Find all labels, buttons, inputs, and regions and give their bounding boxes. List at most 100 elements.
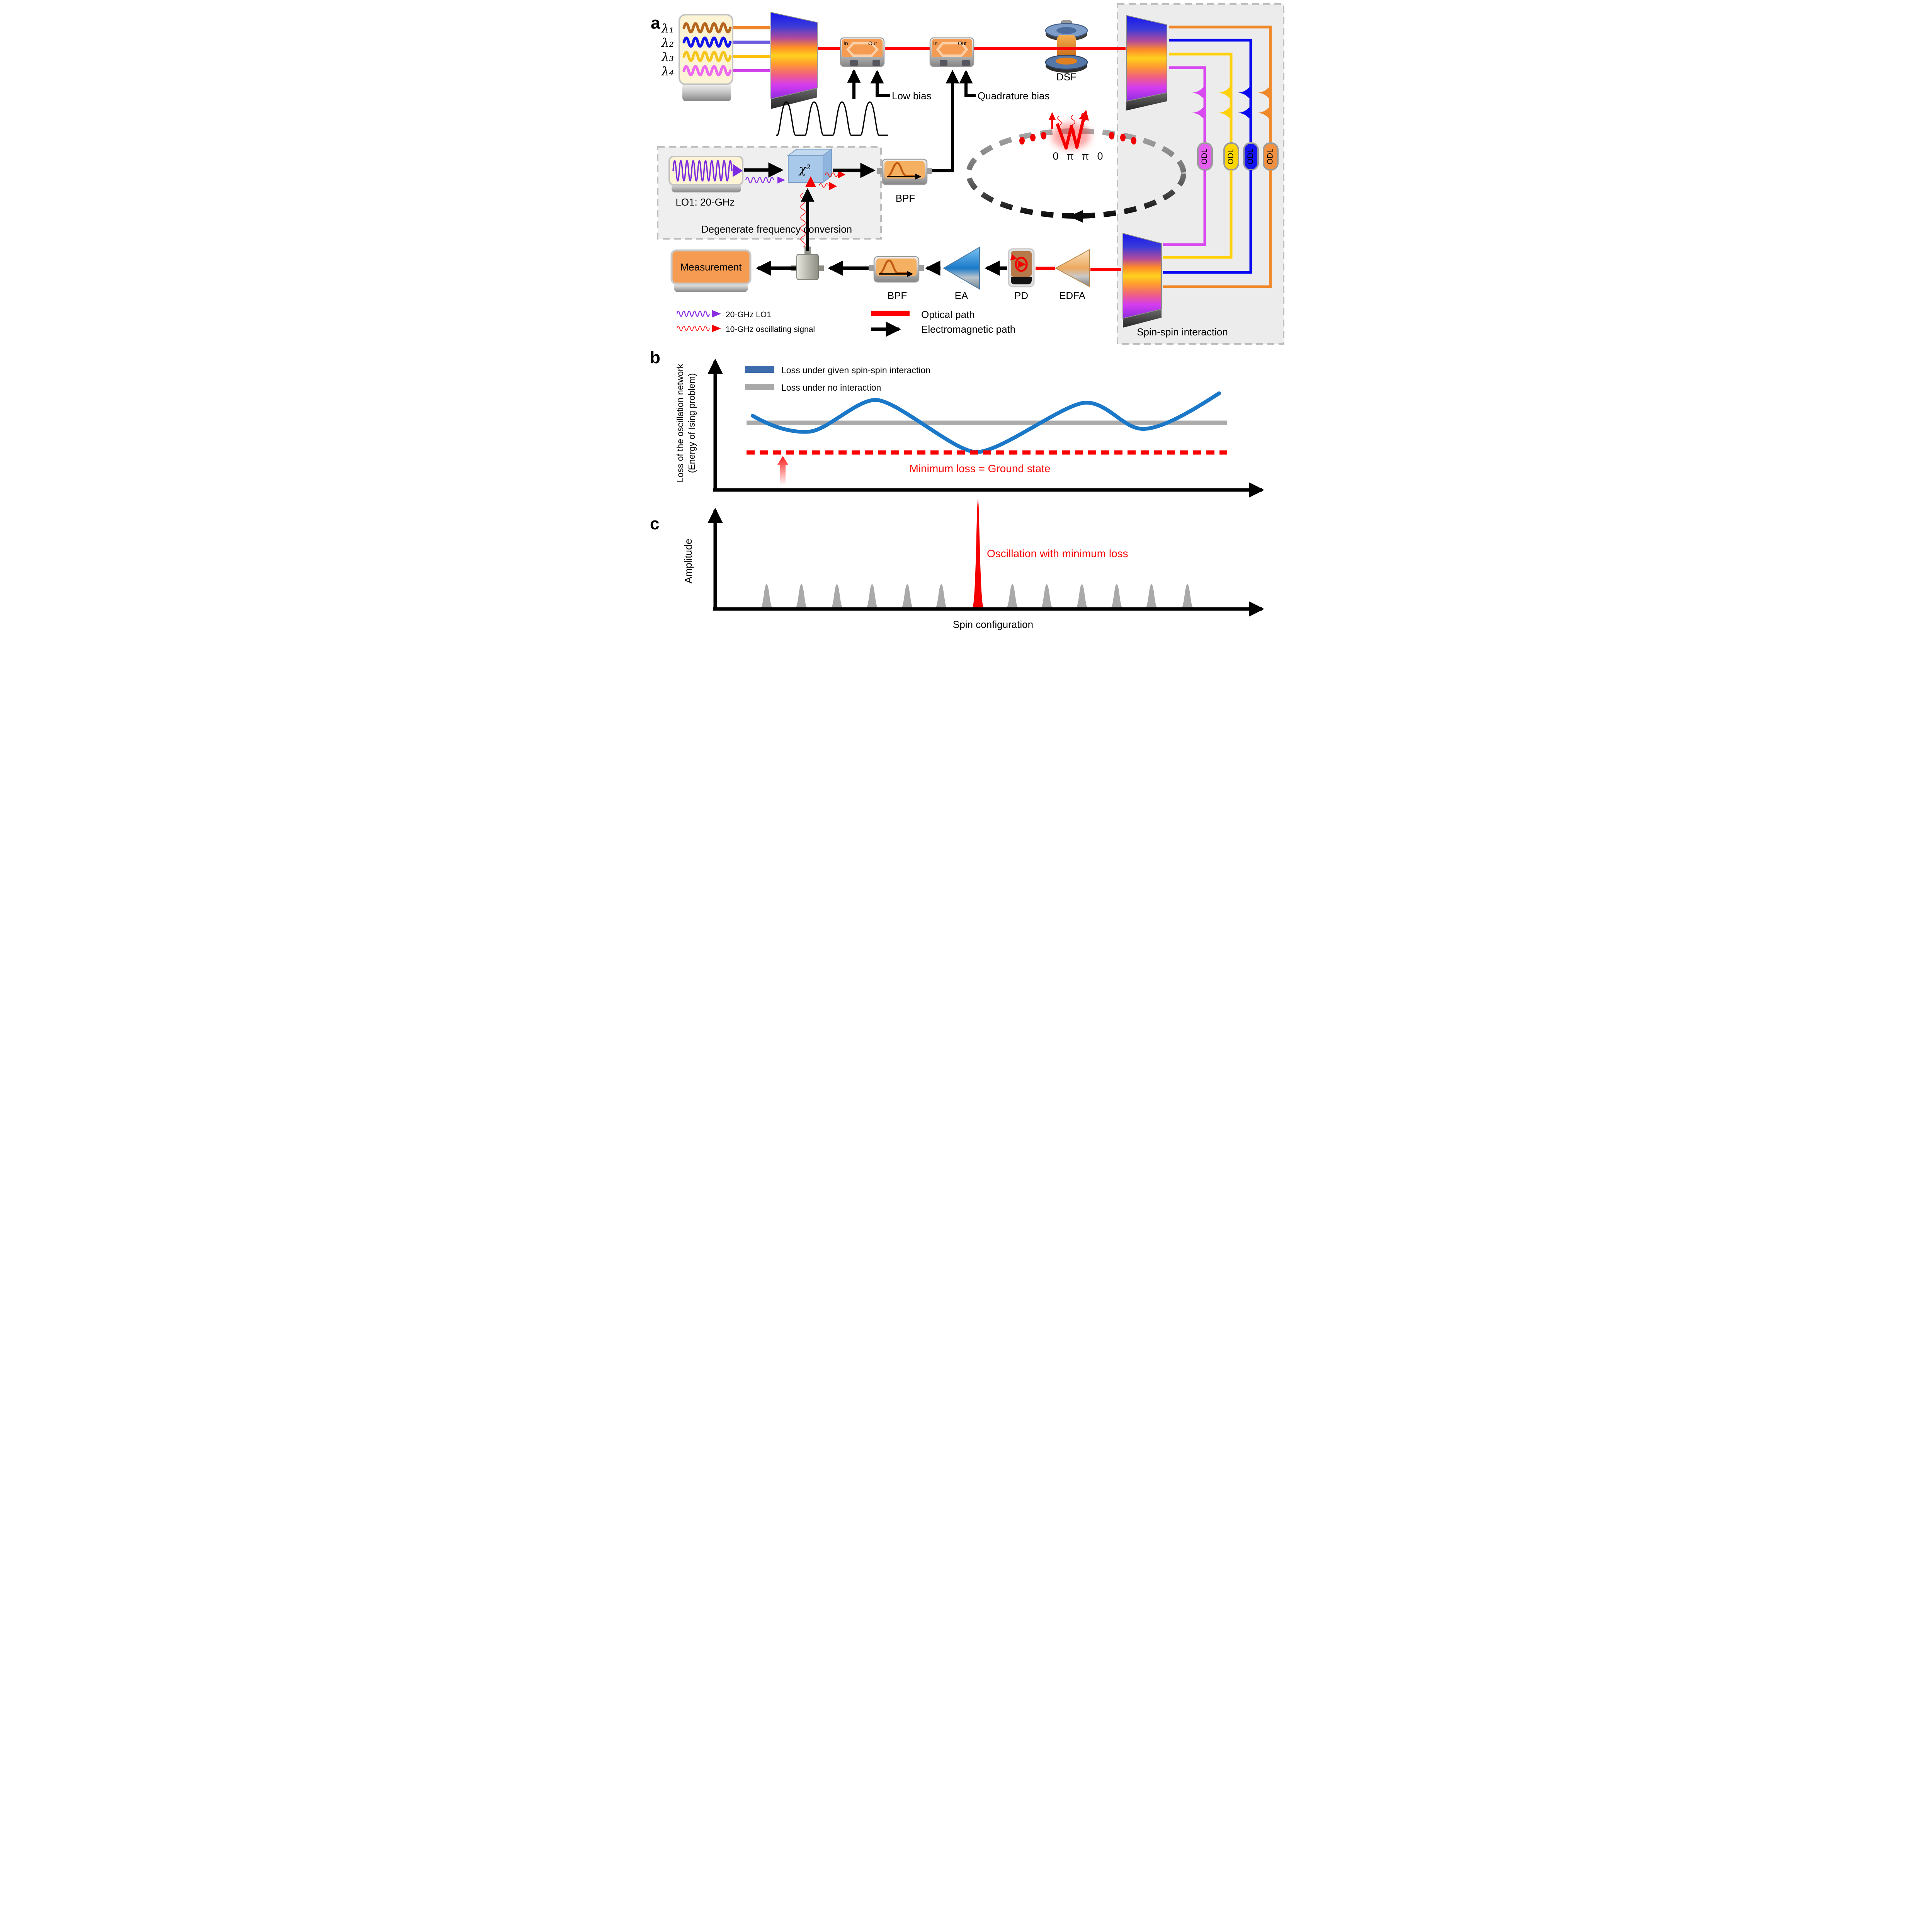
lo1-source	[668, 156, 743, 192]
legend-blue-label: Loss under given spin-spin interaction	[781, 365, 930, 375]
panel-c-xlabel: Spin configuration	[953, 619, 1033, 630]
filter-response-icon	[888, 162, 916, 177]
wdm-multiplexer-icon	[770, 12, 818, 109]
mzm-1: In Out	[840, 37, 885, 67]
edfa-label: EDFA	[1059, 290, 1086, 301]
measurement-label: Measurement	[680, 261, 742, 273]
pulse-dot-icon	[1120, 134, 1126, 141]
pd-photodetector-icon	[1008, 248, 1035, 287]
low-bias-label: Low bias	[892, 90, 932, 102]
return-line-ch1	[1163, 170, 1272, 288]
laser-wave-4-icon	[682, 65, 732, 77]
phase-label-pi2: π	[1082, 150, 1089, 162]
laser-wave-2-icon	[682, 36, 732, 48]
legend-gray-swatch	[745, 384, 774, 390]
laser-bank-base	[682, 83, 731, 101]
legend-lo1-squiggle-icon	[676, 310, 710, 317]
pulse-dot-icon	[1030, 134, 1036, 141]
min-loss-label: Minimum loss = Ground state	[910, 463, 1051, 474]
odl-4-label: ODL	[1266, 148, 1274, 164]
bpf-to-mzm2-line	[932, 73, 954, 172]
dfc-label: Degenerate frequency conversion	[701, 223, 852, 235]
mzm-waveguide-icon	[936, 42, 968, 57]
oscillation-ring-icon	[966, 128, 1186, 219]
ground-state-arrow-icon	[777, 456, 789, 485]
legend-blue-swatch	[745, 366, 774, 373]
odl-3-label: ODL	[1246, 148, 1255, 164]
lo1-squiggle-arrowhead-icon	[777, 177, 785, 184]
legend-em-label: Electromagnetic path	[921, 323, 1015, 335]
gray-peak-icon	[795, 584, 808, 608]
delayed-pulse-icons	[1192, 87, 1270, 119]
gray-peak-icon	[1145, 584, 1158, 608]
mzm1-out-label: Out	[868, 40, 877, 46]
phase-label-0a: 0	[1053, 150, 1058, 162]
phase-label-0b: 0	[1097, 150, 1103, 162]
odl-1-label: ODL	[1200, 148, 1209, 164]
pulse-dot-icon	[1109, 132, 1114, 139]
mzm-waveguide-icon	[846, 42, 879, 57]
panel-b-ylabel-line1: Loss of the oscillation network	[675, 364, 685, 482]
spin-spin-interaction-label: Spin-spin interaction	[1137, 326, 1228, 338]
red-peak-icon	[972, 499, 984, 608]
return-line-ch4	[1163, 170, 1206, 246]
ea-amplifier-icon	[943, 247, 980, 290]
dsf-label: DSF	[1056, 71, 1077, 83]
phase-label-pi1: π	[1067, 150, 1074, 162]
legend-optical-swatch	[871, 311, 910, 316]
gray-peak-icon	[1041, 584, 1053, 608]
legend-optical-label: Optical path	[921, 309, 975, 320]
oscillating-waveform-icon	[1049, 110, 1089, 150]
circulating-pulse-dots-icon	[1019, 132, 1136, 145]
return-line-ch3	[1163, 170, 1233, 259]
rf-splitter-icon	[791, 247, 824, 280]
legend-panel-a: 20-GHz LO1 10-GHz oscillating signal Opt…	[676, 309, 1015, 337]
ring-direction-arrowhead-icon	[1069, 210, 1083, 223]
pulse-dot-icon	[1041, 132, 1046, 139]
gray-peak-icon	[1181, 584, 1194, 608]
ea-label: EA	[955, 290, 968, 301]
chi2-label: χ²	[798, 163, 811, 176]
lambda3-label: λ₃	[661, 50, 674, 64]
legend-gray-label: Loss under no interaction	[781, 383, 881, 393]
panel-b-label: b	[650, 348, 660, 367]
low-bias-connector	[876, 72, 890, 97]
chi2-signal-icons	[800, 170, 845, 248]
panel-a-label: a	[651, 14, 660, 32]
legend-signal-arrowhead-icon	[712, 325, 721, 332]
lo1-arrowhead-icon	[733, 164, 743, 177]
panel-b-ylabel-line2: (Energy of Ising problem)	[687, 373, 697, 473]
laser-bank	[679, 14, 733, 101]
panel-c-ylabel: Amplitude	[682, 539, 694, 583]
pulse-dot-icon	[1131, 137, 1136, 145]
bpf-top	[877, 158, 932, 185]
gray-peak-icon	[1006, 584, 1019, 608]
spin-configuration-peaks	[760, 499, 1194, 608]
bpf-bottom-label: BPF	[888, 290, 907, 301]
odl-bank: ODL ODL ODL ODL	[1197, 142, 1279, 171]
legend-signal-squiggle-icon	[677, 326, 710, 331]
dsf-spool-icon	[1045, 20, 1088, 73]
bpf-bottom	[869, 256, 924, 283]
gray-peak-icon	[831, 584, 843, 608]
mzm-electrode-icon	[940, 60, 947, 66]
lo1-squiggle-icon	[745, 177, 774, 184]
wdm-demultiplexer-icon	[1126, 15, 1167, 111]
delay-line-ch1	[1169, 26, 1272, 142]
gray-peak-icon	[901, 584, 913, 608]
pulse-train-icon	[776, 101, 888, 136]
laser-wave-3-icon	[682, 51, 732, 62]
pd-label: PD	[1014, 290, 1028, 301]
mzm1-in-label: In	[844, 40, 848, 46]
legend-lo1-arrowhead-icon	[712, 310, 721, 318]
gray-peak-icon	[935, 584, 947, 608]
filter-response-icon	[879, 259, 908, 274]
pulse-dot-icon	[1019, 137, 1025, 145]
legend-lo1-label: 20-GHz LO1	[726, 310, 771, 319]
lambda4-label: λ₄	[661, 65, 674, 78]
legend-signal-label: 10-GHz oscillating signal	[726, 325, 815, 334]
gray-peak-icon	[1076, 584, 1088, 608]
measurement-box	[670, 249, 752, 292]
lambda2-label: λ₂	[661, 36, 674, 50]
lo1-label: LO1: 20-GHz	[675, 196, 735, 208]
